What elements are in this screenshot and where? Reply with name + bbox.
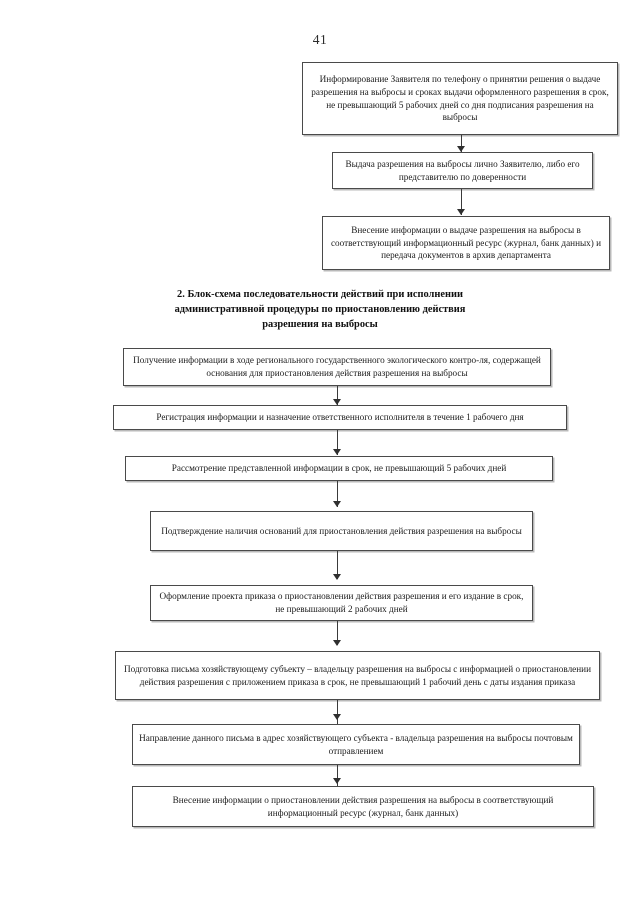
arrowhead-send-letter — [332, 714, 341, 720]
node-receive-information: Получение информации в ходе региональног… — [123, 348, 551, 386]
node-register-information: Регистрация информации и назначение отве… — [113, 405, 567, 430]
node-record-issued-permit: Внесение информации о выдаче разрешения … — [322, 216, 610, 270]
node-draft-order-label: Оформление проекта приказа о приостановл… — [159, 591, 524, 614]
connector-issue-to-record — [461, 189, 462, 215]
arrowhead-prepare-letter — [332, 640, 341, 646]
node-confirm-grounds: Подтверждение наличия оснований для прио… — [150, 511, 533, 551]
node-register-information-label: Регистрация информации и назначение отве… — [156, 412, 524, 423]
node-draft-order: Оформление проекта приказа о приостановл… — [150, 585, 533, 621]
section-heading-line-2: административной процедуры по приостанов… — [174, 303, 466, 315]
node-informing-applicant-label: Информирование Заявителя по телефону о п… — [311, 74, 609, 123]
connector-informing-to-issue — [461, 135, 462, 152]
connector-send-to-record — [337, 765, 338, 787]
node-prepare-letter-label: Подготовка письма хозяйствующему субъект… — [123, 663, 592, 687]
connector-draft-to-prepare — [337, 621, 338, 645]
node-record-issued-permit-label: Внесение информации о выдаче разрешения … — [330, 224, 602, 261]
connector-receive-to-register — [337, 386, 338, 405]
page-number: 41 — [312, 32, 328, 47]
node-informing-applicant: Информирование Заявителя по телефону о п… — [302, 62, 618, 135]
connector-prepare-to-send — [337, 700, 338, 724]
arrowhead-register-information — [332, 399, 341, 405]
arrowhead-draft-order — [332, 574, 341, 580]
node-review-information-label: Рассмотрение представленной информации в… — [171, 463, 507, 474]
node-receive-information-label: Получение информации в ходе региональног… — [133, 355, 541, 378]
node-record-suspension: Внесение информации о приостановлении де… — [132, 786, 594, 827]
arrowhead-issue-permit — [456, 146, 465, 152]
node-review-information: Рассмотрение представленной информации в… — [125, 456, 553, 481]
node-record-suspension-label: Внесение информации о приостановлении де… — [172, 794, 554, 818]
arrowhead-record-issued-permit — [456, 209, 465, 215]
arrowhead-confirm-grounds — [332, 501, 341, 507]
node-issue-permit: Выдача разрешения на выбросы лично Заяви… — [332, 152, 593, 189]
node-issue-permit-label: Выдача разрешения на выбросы лично Заяви… — [345, 158, 580, 182]
node-prepare-letter: Подготовка письма хозяйствующему субъект… — [115, 651, 600, 700]
arrowhead-record-suspension — [332, 778, 341, 784]
connector-confirm-to-draft — [337, 551, 338, 579]
connector-register-to-review — [337, 430, 338, 455]
section-heading-line-1: 2. Блок-схема последовательности действи… — [177, 289, 463, 300]
section-heading: 2. Блок-схема последовательности действи… — [60, 288, 580, 332]
arrowhead-review-information — [332, 449, 341, 455]
section-heading-line-3: разрешения на выбросы — [262, 318, 378, 330]
node-send-letter-label: Направление данного письма в адрес хозяй… — [139, 732, 573, 756]
node-send-letter: Направление данного письма в адрес хозяй… — [132, 724, 580, 765]
connector-review-to-confirm — [337, 481, 338, 507]
node-confirm-grounds-label: Подтверждение наличия оснований для прио… — [161, 525, 522, 536]
